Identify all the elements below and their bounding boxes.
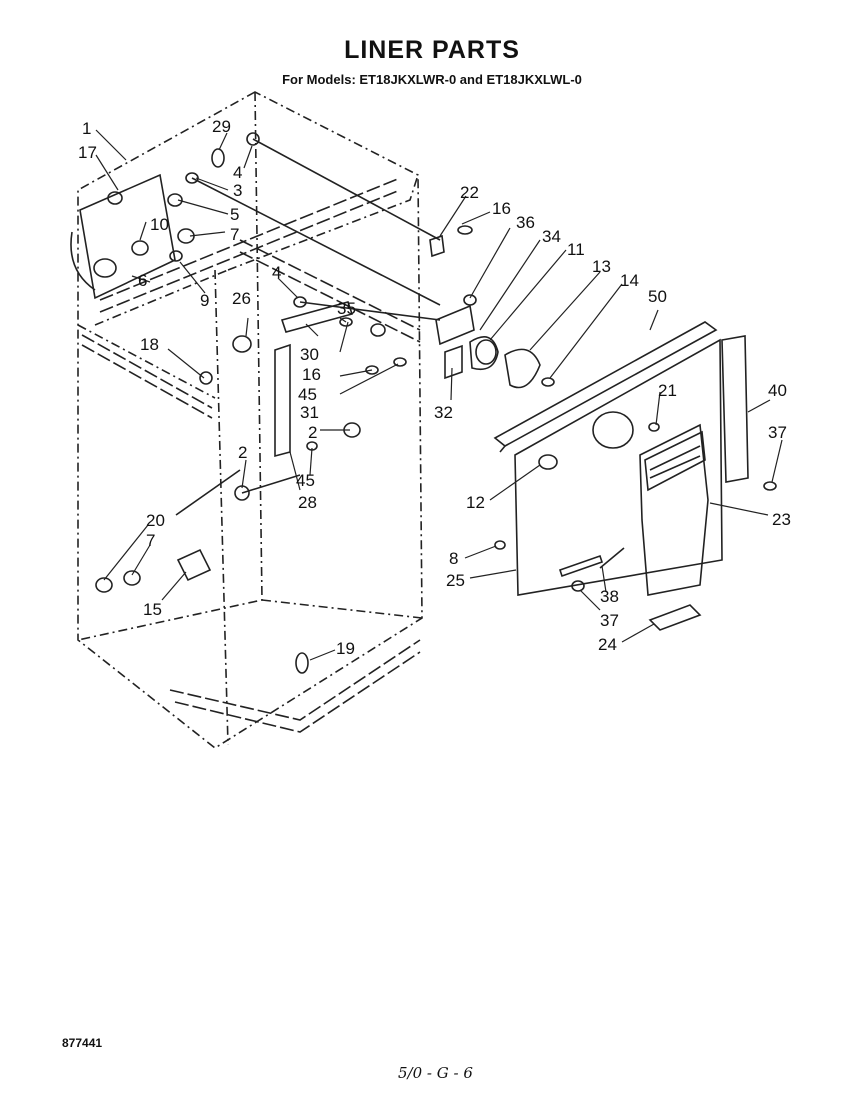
screw-38	[599, 547, 625, 569]
evaporator-cover	[493, 321, 718, 453]
callout-label: 10	[150, 215, 169, 234]
document-number: 877441	[62, 1036, 103, 1050]
callout-label: 29	[212, 117, 231, 136]
model-subtitle: For Models: ET18JKXLWR-0 and ET18JKXLWL-…	[282, 72, 582, 87]
callout-label: 31	[300, 403, 319, 422]
callout-label: 30	[300, 345, 319, 364]
callout-label: 14	[620, 271, 639, 290]
callout-label: 13	[592, 257, 611, 276]
shelf-rails	[81, 177, 421, 733]
callout-label: 16	[492, 199, 511, 218]
callout-label: 9	[200, 291, 209, 310]
callout-label: 24	[598, 635, 617, 654]
side-panel	[721, 335, 749, 483]
callout-label: 8	[449, 549, 458, 568]
callout-label: 40	[768, 381, 787, 400]
callout-label: 16	[302, 365, 321, 384]
callout-label: 19	[336, 639, 355, 658]
callout-label: 1	[82, 119, 91, 138]
callout-label: 26	[232, 289, 251, 308]
drain-trough	[648, 604, 702, 631]
fan-assembly	[429, 225, 555, 389]
callout-label: 37	[600, 611, 619, 630]
callout-label: 35	[337, 299, 356, 318]
callout-label: 5	[230, 205, 239, 224]
callout-label: 36	[516, 213, 535, 232]
callout-label: 23	[772, 510, 791, 529]
callout-label: 50	[648, 287, 667, 306]
callout-label: 12	[466, 493, 485, 512]
callout-label: 18	[140, 335, 159, 354]
callout-label: 2	[308, 423, 317, 442]
callout-label: 7	[230, 225, 239, 244]
callout-label: 45	[298, 385, 317, 404]
callout-label: 32	[434, 403, 453, 422]
assembly-lines	[175, 138, 441, 516]
liner-fittings	[95, 132, 407, 674]
callout-label: 6	[138, 271, 147, 290]
callout-label: 37	[768, 423, 787, 442]
callout-label: 3	[233, 181, 242, 200]
part-callouts: 1 17 29 4 3 5 10 7 6 9 22 16 36 34 11 13…	[78, 117, 791, 658]
callout-label: 4	[233, 163, 242, 182]
callout-label: 25	[446, 571, 465, 590]
callout-label: 11	[567, 240, 585, 259]
callout-label: 15	[143, 600, 162, 619]
callout-label: 20	[146, 511, 165, 530]
callout-label: 28	[298, 493, 317, 512]
callout-label: 17	[78, 143, 97, 162]
callout-label: 22	[460, 183, 479, 202]
back-panel	[494, 338, 723, 596]
handwritten-page-mark: 5/0 - G - 6	[398, 1064, 473, 1082]
screw-37	[763, 481, 777, 491]
control-housing	[70, 173, 176, 300]
callout-label: 21	[658, 381, 677, 400]
callout-label: 2	[238, 443, 247, 462]
cabinet-liner-outline	[77, 91, 423, 749]
callout-label: 34	[542, 227, 561, 246]
callout-label: 4	[272, 263, 281, 282]
air-duct	[639, 423, 709, 596]
page-title: LINER PARTS	[344, 36, 520, 64]
callout-label: 45	[296, 471, 315, 490]
callout-label: 7	[146, 531, 155, 550]
callout-leaders	[95, 129, 783, 661]
callout-label: 38	[600, 587, 619, 606]
